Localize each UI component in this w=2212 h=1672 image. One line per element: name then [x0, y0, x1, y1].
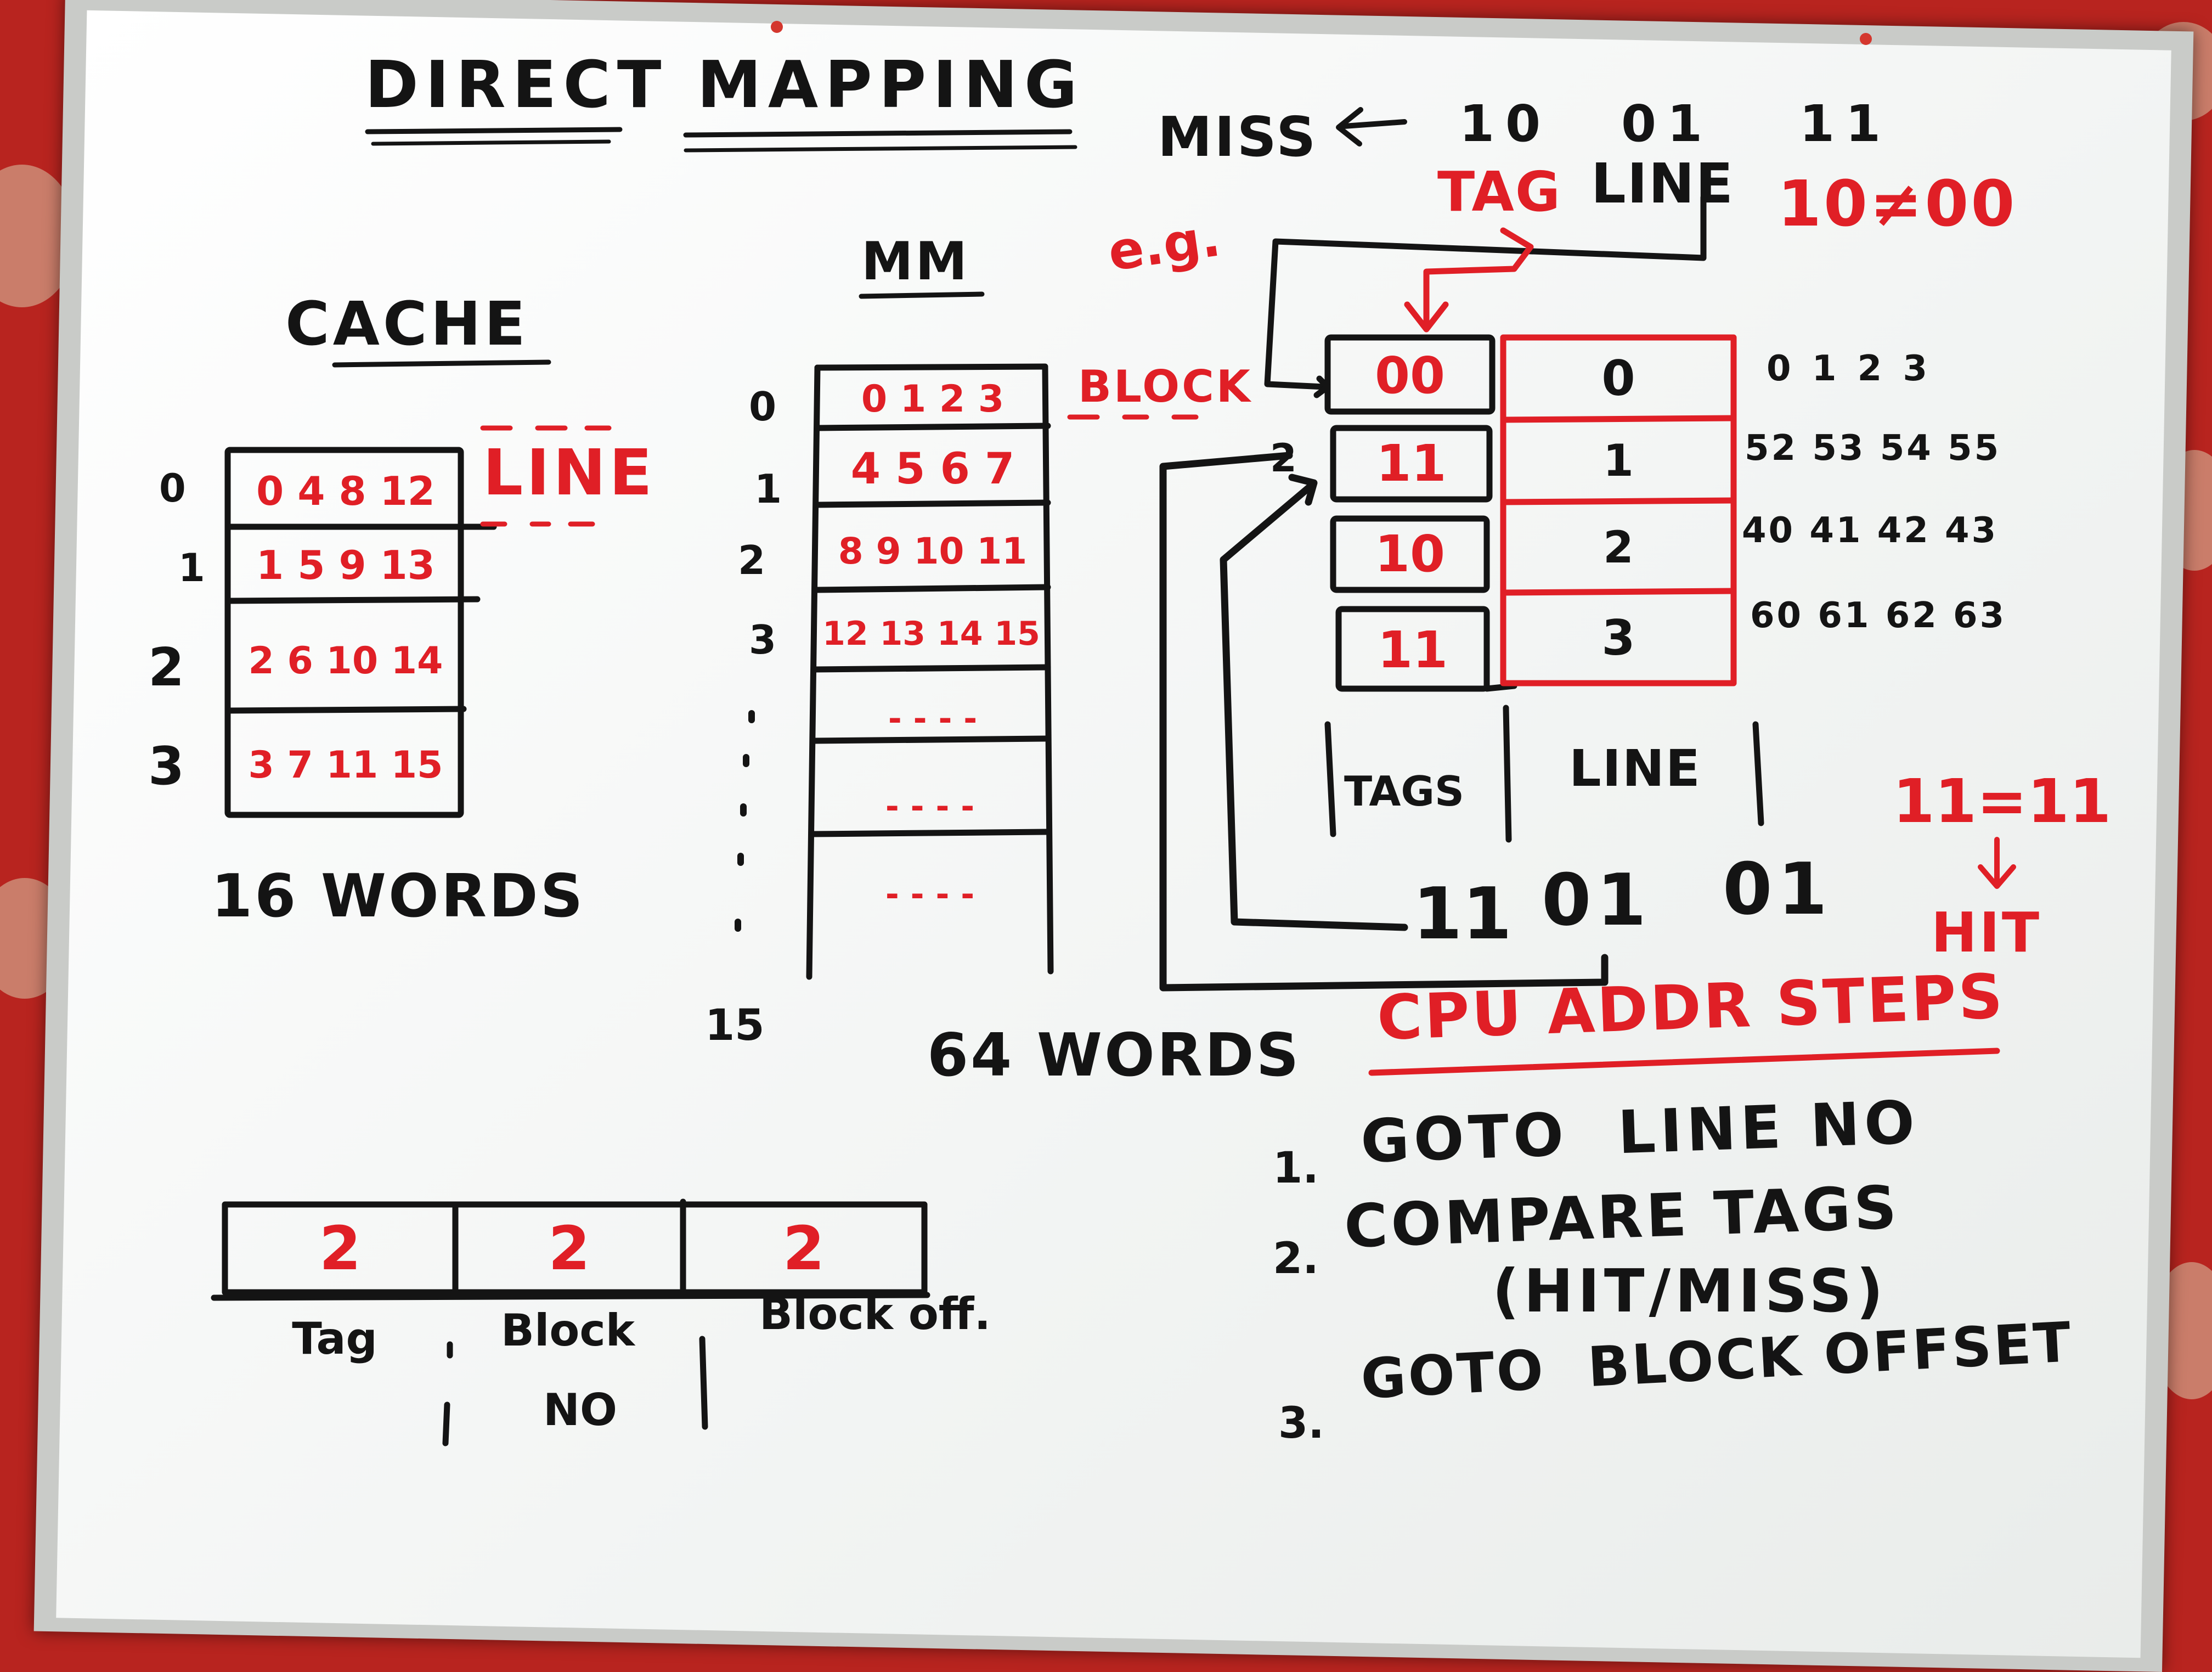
- mm-block-words: 0 1 2 3: [861, 377, 1005, 421]
- block-field-bits: 2: [548, 1213, 590, 1283]
- step-text: (HIT/MISS): [1492, 1257, 1888, 1326]
- cache-line-number: 1: [1603, 435, 1634, 486]
- stored-tag: 00: [1374, 346, 1446, 405]
- mm-row-number: 0: [749, 384, 777, 430]
- step-number: 3.: [1278, 1399, 1324, 1448]
- cache-line-number: 2: [1603, 521, 1634, 573]
- block-no-label: NO: [543, 1384, 617, 1435]
- offset-field-label: Block off.: [759, 1288, 991, 1339]
- example-tag-label: TAG: [1437, 160, 1561, 224]
- cpu-address-line: 01: [1621, 94, 1714, 153]
- cache-line-number: 3: [1601, 609, 1635, 666]
- cache-row-words: 0 4 8 12: [256, 468, 435, 514]
- magnet: [771, 21, 783, 33]
- mm-row-number: 2: [738, 537, 766, 583]
- cpu-address-tag: 10: [1459, 94, 1552, 153]
- mm-block-words: 8 9 10 11: [838, 530, 1028, 572]
- mm-block-words: 12 13 14 15: [822, 615, 1040, 653]
- line-words: 0 1 2 3: [1767, 348, 1932, 389]
- line-column-label: LINE: [1569, 739, 1701, 798]
- cache-line-number: 0: [1601, 350, 1635, 407]
- mm-last-row-number: 15: [705, 1001, 765, 1050]
- stored-tag: 10: [1374, 525, 1446, 583]
- pointer-number: 2: [1270, 436, 1297, 481]
- cache-row-number: 2: [148, 638, 185, 698]
- tag-match: 11=11: [1893, 766, 2112, 836]
- line-words: 52 53 54 55: [1745, 428, 2001, 469]
- step-number: 1.: [1273, 1144, 1319, 1193]
- second-address-offset: 01: [1723, 847, 1833, 931]
- miss-label: MISS: [1158, 105, 1318, 169]
- block-field-label: Block: [501, 1305, 635, 1356]
- cpu-address-offset: 11: [1799, 94, 1892, 153]
- cache-row-words: 2 6 10 14: [248, 639, 443, 683]
- cache-row-number: 0: [159, 466, 186, 511]
- tag-mismatch: 10≠00: [1778, 167, 2017, 241]
- line-words: 40 41 42 43: [1742, 510, 1999, 551]
- cache-heading: CACHE: [285, 289, 529, 359]
- cache-size: 16 WORDS: [211, 862, 585, 931]
- step-number: 2.: [1273, 1234, 1319, 1283]
- mm-row-number: 3: [749, 617, 777, 663]
- hit-label: HIT: [1931, 900, 2042, 965]
- mm-row-number: 1: [754, 466, 782, 512]
- tag-field-bits: 2: [319, 1213, 362, 1283]
- stored-tag: 11: [1376, 434, 1447, 493]
- mm-size: 64 WORDS: [927, 1021, 1301, 1090]
- tag-field-label: Tag: [292, 1313, 377, 1364]
- page-title: DIRECT MAPPING: [365, 47, 1084, 122]
- line-words: 60 61 62 63: [1750, 595, 2007, 636]
- mm-dots: - - - -: [885, 875, 975, 914]
- mm-dots: - - - -: [885, 787, 975, 826]
- mm-block-words: 4 5 6 7: [850, 444, 1015, 494]
- offset-field-bits: 2: [782, 1213, 825, 1283]
- cache-line-label: LINE: [483, 436, 656, 510]
- mm-block-label: BLOCK: [1078, 361, 1252, 412]
- mm-dots: - - - -: [888, 700, 978, 738]
- example-label: e.g.: [1104, 207, 1224, 283]
- second-address-tag: 11: [1413, 872, 1512, 955]
- cache-row-words: 3 7 11 15: [248, 744, 443, 787]
- cache-row-words: 1 5 9 13: [256, 542, 435, 588]
- magnet: [1860, 33, 1872, 45]
- second-address-line: 01: [1542, 858, 1652, 942]
- example-line-label: LINE: [1591, 151, 1734, 216]
- mm-heading: MM: [861, 232, 970, 292]
- tags-column-label: TAGS: [1344, 767, 1464, 815]
- stored-tag: 11: [1377, 621, 1448, 679]
- cache-row-number: 1: [178, 545, 205, 590]
- cache-row-number: 3: [148, 736, 185, 797]
